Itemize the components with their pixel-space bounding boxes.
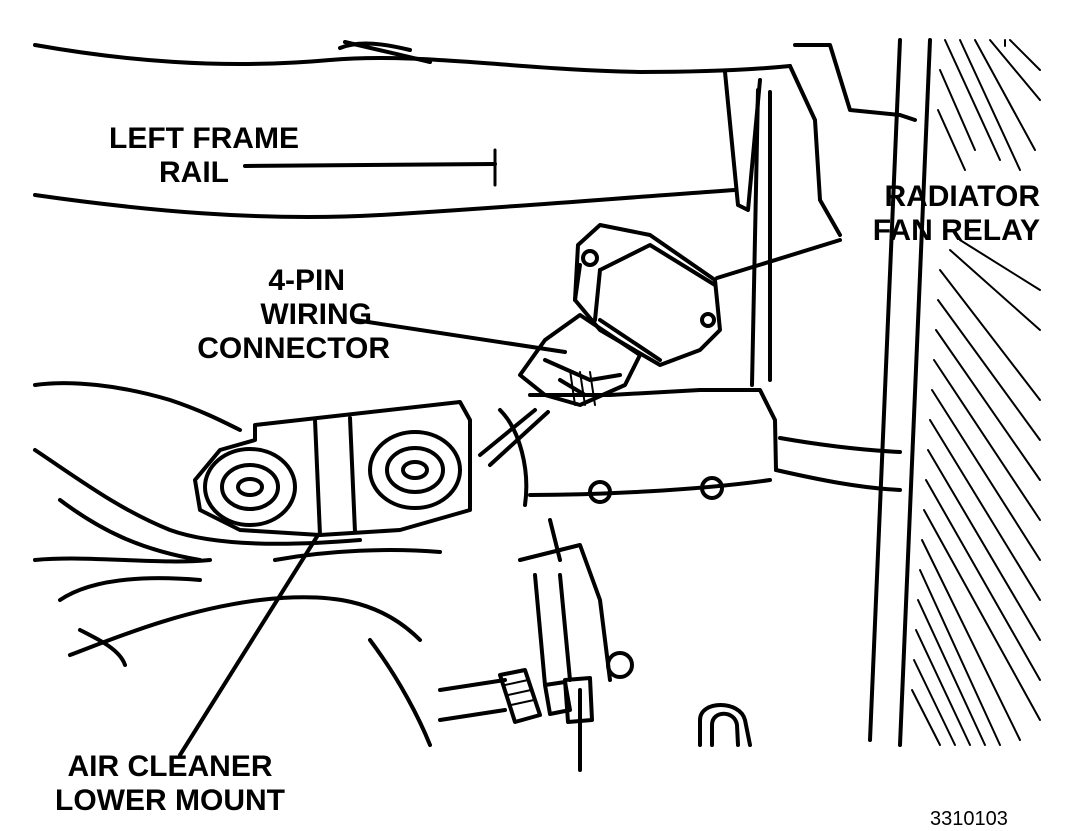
label-left-frame-rail-line1: LEFT FRAME [109,122,299,155]
leader-lines [178,148,842,757]
label-radiator-fan-relay-line2: FAN RELAY [872,214,1040,247]
label-wiring-connector-line1: 4-PIN [268,264,345,297]
label-air-cleaner-mount-line1: AIR CLEANER [67,750,273,783]
leader-wiring-connector [353,318,567,354]
label-radiator-fan-relay-line1: RADIATOR [884,180,1040,213]
label-wiring-connector: 4-PIN WIRING CONNECTOR [170,264,390,366]
label-wiring-connector-line2: WIRING [260,298,372,331]
air-cleaner-mount [193,400,472,537]
leader-air-cleaner-mount [178,533,320,757]
label-air-cleaner-mount-line2: LOWER MOUNT [55,784,285,817]
hose-clamp [498,668,594,724]
frame-rail [33,40,842,237]
radiator-support [750,38,932,747]
lower-engine-bay [33,381,778,772]
fan-relay [573,223,722,367]
label-wiring-connector-line3: CONNECTOR [197,332,390,365]
leader-left-frame-rail [243,162,497,168]
wiring-connector [478,313,642,467]
label-radiator-fan-relay: RADIATOR FAN RELAY [840,180,1040,248]
label-left-frame-rail: LEFT FRAME RAIL [84,122,324,190]
label-air-cleaner-mount: AIR CLEANER LOWER MOUNT [40,750,300,818]
radiator-fins [911,39,1041,746]
label-left-frame-rail-line2: RAIL [159,156,229,189]
leader-fan-relay [715,238,842,280]
figure-number: 3310103 [930,808,1008,830]
